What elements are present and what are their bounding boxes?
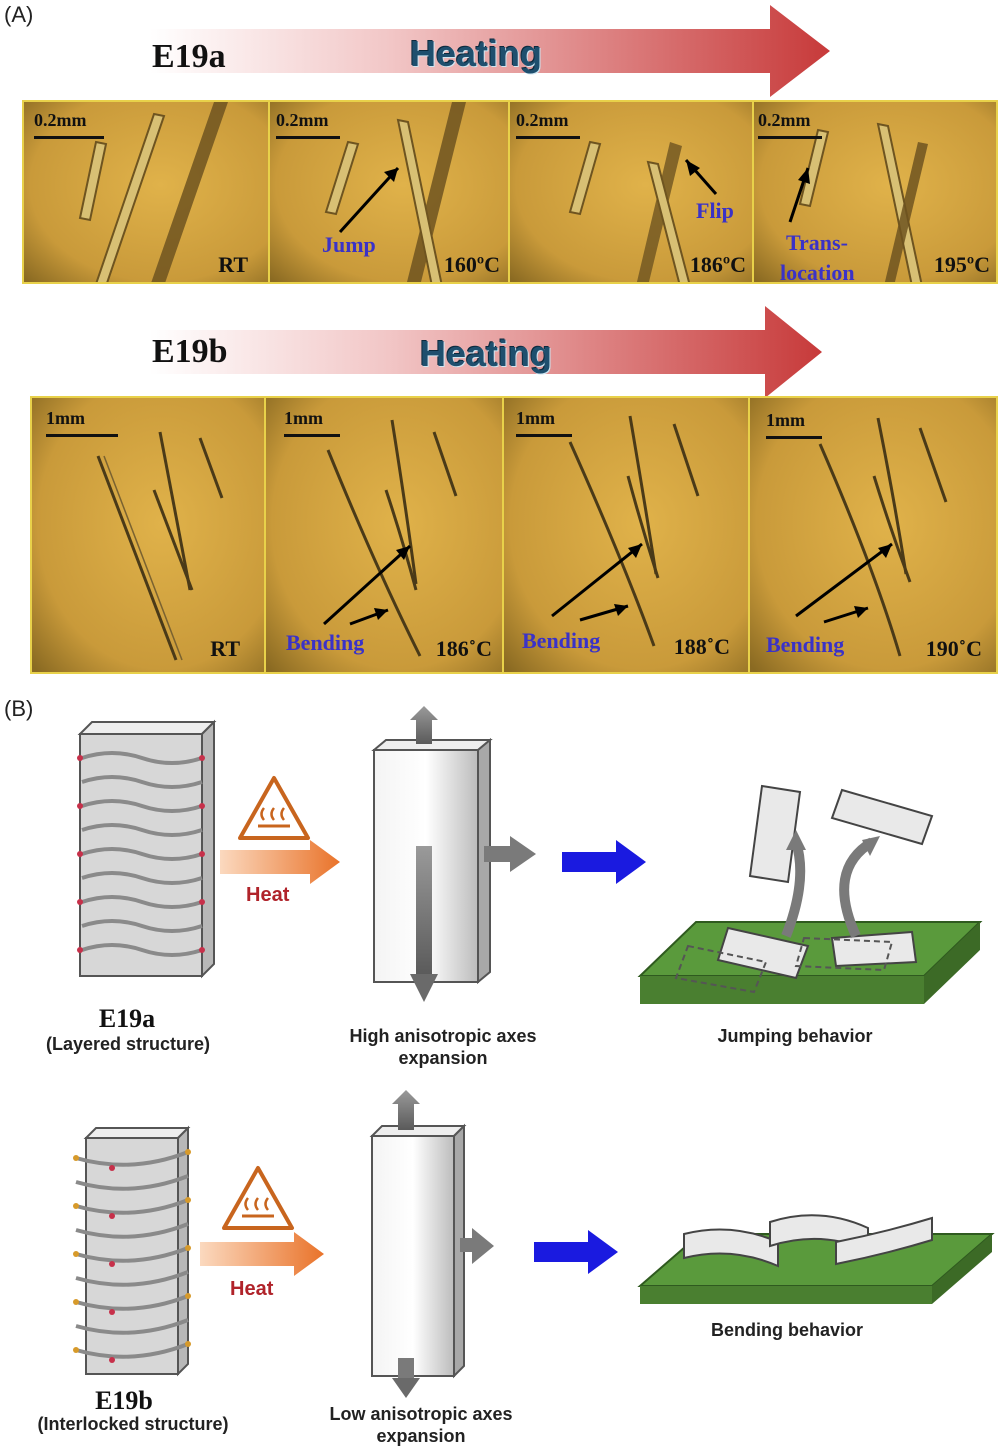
scale-label: 1mm	[284, 408, 323, 428]
scale-label: 0.2mm	[516, 110, 569, 130]
low-expansion-caption-line1: Low anisotropic axes	[329, 1404, 513, 1424]
interlocked-structure-caption: (Interlocked structure)	[37, 1414, 229, 1434]
scale-label: 0.2mm	[276, 110, 329, 130]
heat-warning-triangle-icon	[238, 776, 310, 840]
scale-bar	[766, 436, 822, 439]
heat-label: Heat	[230, 1278, 274, 1300]
scale-bar	[758, 136, 822, 139]
panel-a-label: (A)	[4, 2, 34, 27]
scale-label: 1mm	[46, 408, 85, 428]
photo-e19a-195c: 0.2mm Trans- location 195ºC	[752, 100, 998, 284]
temperature-label: 188˚C	[673, 634, 730, 659]
sample-title-e19b: E19b	[152, 333, 228, 370]
high-expansion-block-icon	[371, 706, 536, 1002]
bending-note: Bending	[286, 630, 365, 655]
translocation-note-line1: Trans-	[786, 230, 848, 255]
scale-bar	[516, 136, 580, 139]
temperature-label: RT	[210, 636, 240, 661]
scale-bar	[516, 434, 572, 437]
layered-crystal-icon	[77, 719, 217, 979]
temperature-label: 195ºC	[933, 252, 990, 277]
blue-arrow-icon	[534, 1230, 618, 1274]
bending-behavior-caption: Bending behavior	[710, 1320, 863, 1340]
scale-label: 0.2mm	[34, 110, 87, 130]
heat-warning-triangle-icon	[222, 1166, 294, 1230]
jumping-behavior-caption: Jumping behavior	[717, 1026, 873, 1046]
blue-arrow-icon	[562, 840, 646, 884]
heating-arrow-row1	[150, 5, 830, 97]
scale-bar	[276, 136, 340, 139]
photo-e19b-rt: 1mm RT	[30, 396, 266, 674]
temperature-label: 190˚C	[925, 636, 982, 661]
photo-e19b-190c: 1mm Bending 190˚C	[748, 396, 998, 674]
scale-label: 0.2mm	[758, 110, 811, 130]
sample-e19a: E19a	[98, 1004, 156, 1033]
photo-e19b-188c: 1mm Bending 188˚C	[502, 396, 750, 674]
interlocked-crystal-icon	[73, 1125, 191, 1377]
scale-bar	[284, 434, 340, 437]
temperature-label: 160ºC	[443, 252, 500, 277]
bending-behavior-icon	[637, 1214, 995, 1304]
temperature-label: 186˚C	[435, 636, 492, 661]
scale-label: 1mm	[516, 408, 555, 428]
bending-note: Bending	[522, 628, 601, 653]
photo-e19a-rt: 0.2mm RT	[22, 100, 270, 284]
panel-b-label: (B)	[4, 696, 34, 721]
heat-arrow-icon	[220, 840, 340, 884]
photo-e19b-186c: 1mm Bending 186˚C	[264, 396, 504, 674]
heating-label-row1: Heating	[410, 33, 543, 74]
low-expansion-caption-line2: expansion	[376, 1426, 466, 1446]
scale-bar	[46, 434, 118, 437]
high-expansion-caption-line2: expansion	[398, 1048, 488, 1068]
heating-arrow-row2	[150, 306, 822, 398]
flip-note: Flip	[696, 198, 734, 223]
scale-label: 1mm	[766, 410, 805, 430]
temperature-label: RT	[218, 252, 248, 277]
layered-structure-caption: (Layered structure)	[45, 1034, 211, 1054]
photo-e19a-186c: 0.2mm Flip 186ºC	[508, 100, 754, 284]
translocation-note-line2: location	[780, 260, 855, 284]
high-expansion-caption-line1: High anisotropic axes	[349, 1026, 537, 1046]
sample-e19b: E19b	[95, 1386, 153, 1415]
jumping-behavior-icon	[637, 784, 983, 1004]
heat-arrow-icon	[200, 1232, 324, 1276]
sample-title-e19a: E19a	[152, 38, 226, 75]
heat-label: Heat	[246, 884, 290, 906]
bending-note: Bending	[766, 632, 845, 657]
scale-bar	[34, 136, 104, 139]
photo-e19a-160c: 0.2mm Jump 160ºC	[268, 100, 510, 284]
temperature-label: 186ºC	[689, 252, 746, 277]
jump-note: Jump	[322, 232, 376, 257]
heating-label-row2: Heating	[420, 333, 553, 374]
low-expansion-block-icon	[369, 1090, 494, 1398]
